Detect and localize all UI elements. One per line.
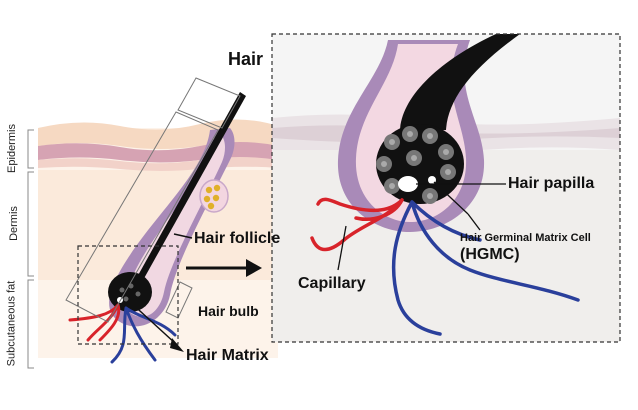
- label-pointers-left: [127, 233, 193, 352]
- layer-epidermis: Epidermis: [5, 124, 18, 173]
- hair-papilla-shape: [398, 176, 418, 192]
- matrix-cells: [376, 126, 456, 204]
- bulb-zoom-box: [77, 245, 179, 345]
- label-hgmc-abbr: (HGMC): [460, 246, 520, 263]
- label-pointers-zoom: [337, 181, 506, 271]
- label-capillary: Capillary: [298, 275, 366, 292]
- label-hair-matrix: Hair Matrix: [186, 347, 269, 364]
- follicle-left: [108, 92, 246, 327]
- label-hgmc-full: Hair Germinal Matrix Cell: [460, 232, 591, 244]
- label-hair-bulb: Hair bulb: [198, 303, 259, 319]
- layer-subcutaneous-fat: Subcutaneous fat: [5, 280, 18, 367]
- zoom-panel: [272, 34, 620, 342]
- zoom-arrow: [186, 259, 262, 277]
- label-hair-papilla: Hair papilla: [508, 175, 595, 192]
- label-hair: Hair: [228, 49, 264, 69]
- zoom-panel-border: [271, 33, 621, 343]
- capillaries-left: [68, 303, 177, 364]
- sebaceous-gland: [199, 179, 229, 213]
- layer-dermis: Dermis: [7, 206, 20, 241]
- label-hair-follicle: Hair follicle: [194, 230, 281, 247]
- layer-brackets: [27, 129, 34, 369]
